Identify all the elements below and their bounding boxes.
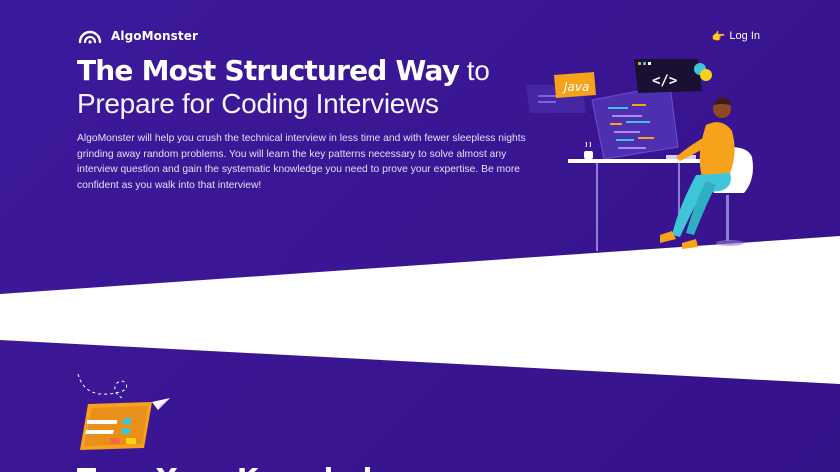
pointing-hand-icon: 👉 [711, 30, 726, 43]
checklist-illustration [77, 373, 170, 450]
svg-text:Java: Java [562, 80, 589, 94]
section-heading: Turn Your Knowledge [77, 462, 411, 472]
developer-illustration: Java </> [526, 59, 753, 251]
java-tag-icon: Java [554, 72, 596, 98]
paper-plane-icon [152, 398, 170, 410]
hero-headline: The Most Structured Way to Prepare for C… [77, 54, 537, 120]
top-navigation: AlgoMonster 👉 Log In [77, 26, 760, 46]
headline-bold: The Most Structured Way [77, 54, 460, 87]
headline-connector: to [466, 55, 490, 86]
python-logo-icon [694, 63, 712, 81]
brand-name: AlgoMonster [111, 29, 198, 43]
algomonster-logo-icon [78, 30, 102, 44]
coffee-cup-icon [584, 141, 593, 159]
hero-description: AlgoMonster will help you crush the tech… [77, 133, 526, 191]
svg-text:</>: </> [652, 73, 677, 89]
code-window-icon: </> [634, 59, 702, 93]
login-label: Log In [729, 30, 760, 42]
headline-line-2: Prepare for Coding Interviews [77, 88, 439, 119]
login-link[interactable]: 👉 Log In [712, 30, 760, 43]
brand-home-link[interactable]: AlgoMonster [77, 27, 198, 45]
